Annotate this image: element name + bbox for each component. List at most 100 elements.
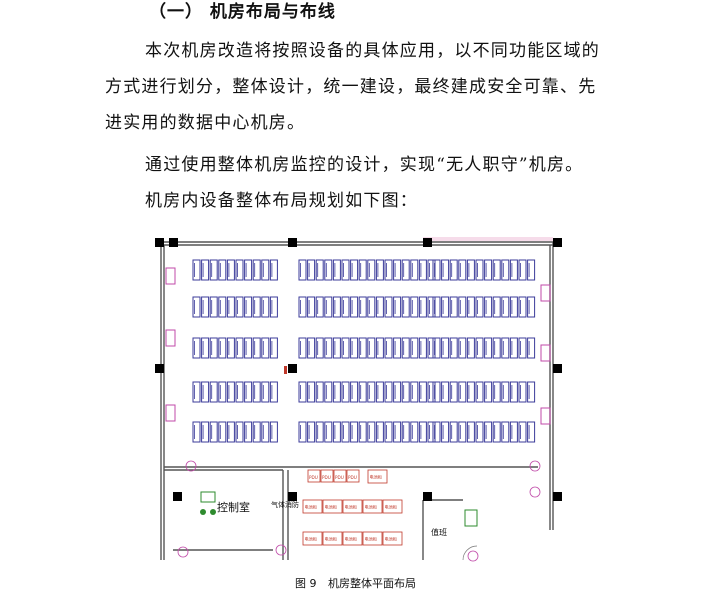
server-rack [315,337,324,359]
battery-label: 电池柜 [325,536,338,543]
server-rack [527,259,536,281]
server-rack [518,296,527,318]
paragraph-layout-intro: 机房内设备整体布局规划如下图： [145,191,418,211]
column-block [553,364,562,373]
server-rack [401,337,410,359]
server-rack [315,381,324,403]
server-rack [367,381,376,403]
duty-room-label: 值班 [431,527,447,537]
server-rack [441,381,450,403]
server-rack [261,421,270,443]
server-rack [475,421,484,443]
precision-ac-unit [540,344,551,362]
server-rack [458,296,467,318]
server-rack [261,259,270,281]
server-rack [475,259,484,281]
server-rack [449,381,458,403]
server-rack [449,296,458,318]
precision-ac-unit [165,329,176,347]
chair-icon [210,509,216,515]
server-rack [201,337,210,359]
server-rack [509,421,518,443]
red-marker [284,366,287,374]
server-rack [418,381,427,403]
server-rack [501,381,510,403]
server-rack [367,421,376,443]
server-rack [475,381,484,403]
server-rack [518,421,527,443]
server-rack [226,337,235,359]
server-rack [432,421,441,443]
server-rack [427,259,436,281]
server-rack [201,421,210,443]
server-rack [341,337,350,359]
server-rack [269,337,278,359]
battery-cabinet [342,531,363,546]
battery-cabinet [302,531,323,546]
server-rack [501,296,510,318]
control-room: 控制室 [200,491,250,515]
server-rack [218,421,227,443]
server-rack [307,381,316,403]
battery-cabinet [322,531,343,546]
server-rack [252,381,261,403]
server-rack [401,381,410,403]
server-rack [501,337,510,359]
battery-cabinet [342,499,363,514]
gas-room-label: 气体消防 [271,500,299,509]
server-rack [307,337,316,359]
server-rack [384,421,393,443]
server-rack [209,259,218,281]
gas-room: 气体消防 [271,500,299,509]
server-rack [427,421,436,443]
control-room-label: 控制室 [217,500,250,514]
server-rack [324,337,333,359]
server-rack [341,296,350,318]
server-rack [475,296,484,318]
server-rack [218,381,227,403]
server-rack [192,337,201,359]
server-rack [358,381,367,403]
pdu-label: PDU [309,475,318,480]
server-rack [324,421,333,443]
server-rack [315,259,324,281]
battery-label: 电池柜 [345,504,358,511]
server-rack [226,421,235,443]
server-rack [209,421,218,443]
server-rack [209,337,218,359]
server-rack [492,259,501,281]
server-rack [350,259,359,281]
server-rack [192,296,201,318]
server-rack [393,381,402,403]
server-rack [252,259,261,281]
server-rack [269,259,278,281]
server-rack [261,296,270,318]
battery-label: 电池柜 [365,504,378,511]
server-rack [332,337,341,359]
server-rack [427,337,436,359]
server-rack [307,296,316,318]
server-rack [218,259,227,281]
server-rack [358,296,367,318]
pdu-label: PDU [335,475,344,480]
server-rack [244,421,253,443]
server-rack [341,381,350,403]
server-rack [384,381,393,403]
server-rack [492,296,501,318]
battery-cabinets: 电池柜电池柜电池柜电池柜电池柜电池柜电池柜电池柜电池柜电池柜电池柜 [302,469,403,546]
server-rack [261,337,270,359]
battery-label: 电池柜 [305,536,318,543]
server-rack [458,259,467,281]
server-rack [350,421,359,443]
battery-label: 电池柜 [345,536,358,543]
server-rack [484,381,493,403]
server-rack [332,421,341,443]
server-rack [509,337,518,359]
server-rack [518,259,527,281]
server-rack [418,337,427,359]
server-rack [509,296,518,318]
column-block [155,364,164,373]
server-rack [350,296,359,318]
